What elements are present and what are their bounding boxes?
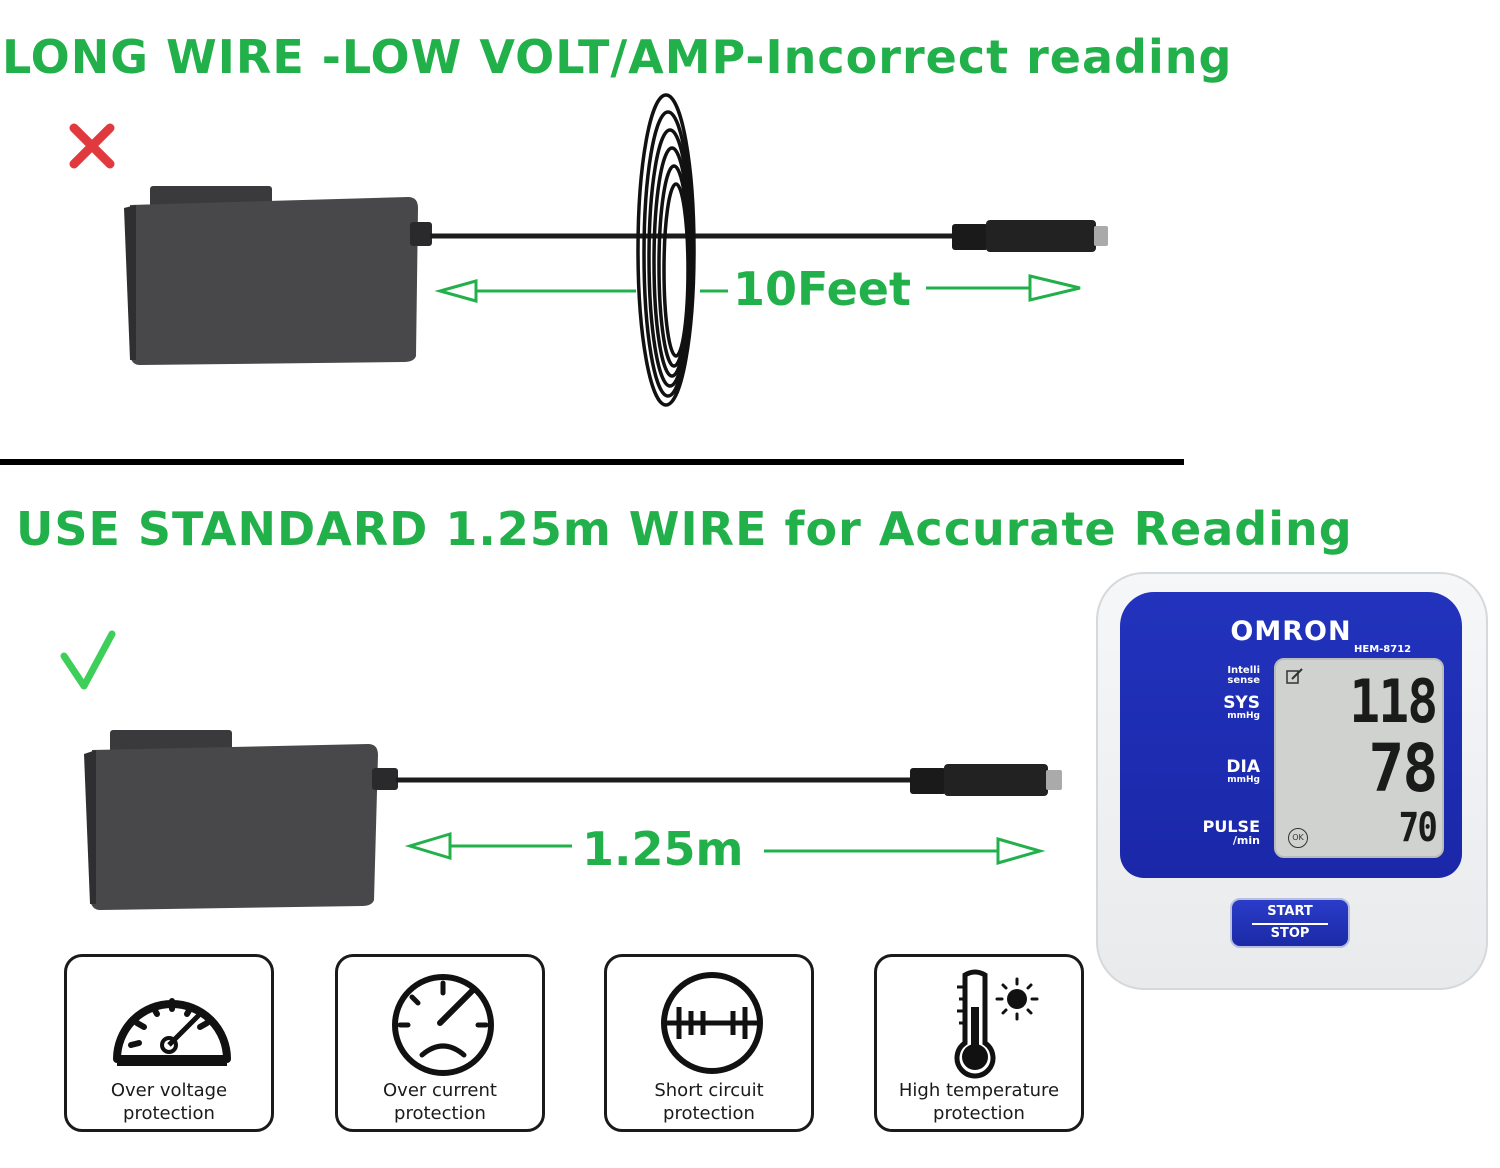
circuit-icon [661,972,763,1074]
check-icon [60,630,116,690]
badge-line-1: High temperature [898,1080,1060,1101]
intellisense-line-1: Intelli [1227,665,1260,676]
badge-line-1: Short circuit [654,1080,764,1101]
badge-line-2: protection [933,1103,1025,1124]
ok-icon: OK [1288,828,1308,848]
badge-line-2: protection [663,1103,755,1124]
blood-pressure-monitor: OMRON HEM-8712 Intelli sense SYS mmHg DI… [1096,572,1488,990]
badge-short-circuit: Short circuit protection [604,954,814,1132]
sys-unit: mmHg [1227,711,1260,721]
thermometer-sun-icon [954,969,1039,1079]
start-stop-button[interactable]: START STOP [1230,898,1350,948]
systolic-reading: 118 [1348,667,1438,737]
sys-label: SYS mmHg [1190,694,1260,721]
pulse-reading: 70 [1398,805,1437,851]
diastolic-reading: 78 [1368,730,1438,807]
start-label: START [1267,904,1313,919]
badge-line-2: protection [394,1103,486,1124]
badge-over-voltage: Over voltage protection [64,954,274,1132]
length-label-long: 10Feet [733,262,911,316]
power-adapter-top [124,186,432,365]
headline-incorrect: LONG WIRE -LOW VOLT/AMP-Incorrect readin… [2,30,1233,84]
monitor-front-panel: OMRON HEM-8712 Intelli sense SYS mmHg DI… [1120,592,1462,878]
length-label-standard: 1.25m [582,822,744,876]
long-wire-adapter-scene [124,93,1108,407]
badge-high-temperature: High temperature protection [874,954,1084,1132]
monitor-brand: OMRON [1230,616,1352,647]
sad-gauge-icon [392,974,494,1076]
dia-label: DIA mmHg [1190,758,1260,785]
stop-label: STOP [1270,926,1310,941]
button-divider [1252,923,1328,925]
lcd-display: 118 78 70 OK [1274,658,1444,858]
badge-line-1: Over voltage [110,1080,228,1101]
section-divider [0,459,1184,465]
standard-wire-adapter-scene [84,730,1062,910]
sys-text: SYS [1223,693,1260,713]
monitor-model: HEM-8712 [1354,644,1412,655]
coiled-cable [636,93,696,407]
speedometer-icon [113,998,231,1066]
intellisense-line-2: sense [1227,675,1260,686]
pulse-text: PULSE [1202,817,1260,836]
pulse-label: PULSE /min [1160,818,1260,847]
intellisense-label: Intelli sense [1190,666,1260,686]
length-arrow-top [434,274,1081,303]
memo-icon [1286,668,1303,684]
headline-accurate: USE STANDARD 1.25m WIRE for Accurate Rea… [16,502,1353,556]
dia-unit: mmHg [1227,775,1260,785]
dc-plug-top [952,220,1108,252]
dc-plug-bottom [910,764,1062,796]
badge-line-2: protection [123,1103,215,1124]
cross-icon [69,123,115,169]
length-arrow-bottom [404,831,1046,865]
pulse-unit: /min [1232,834,1260,847]
badge-over-current: Over current protection [335,954,545,1132]
dia-text: DIA [1226,757,1260,777]
badge-line-1: Over current [383,1080,497,1101]
power-adapter-bottom [84,730,398,910]
